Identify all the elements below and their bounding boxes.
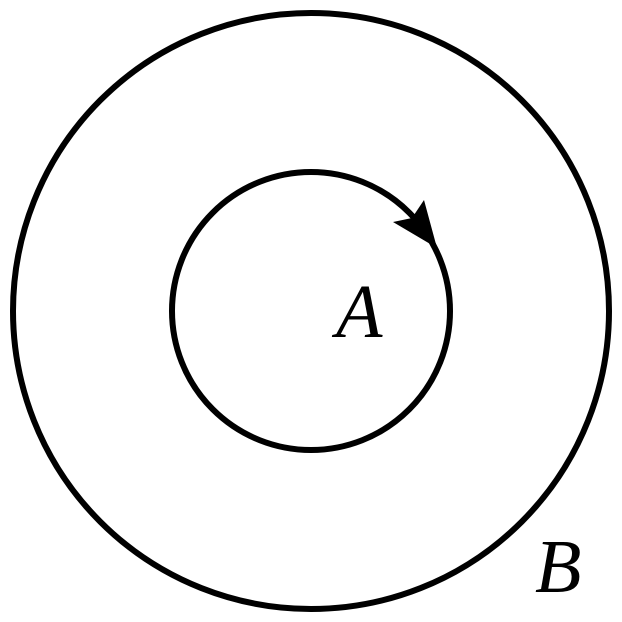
inner-circle-a — [169, 169, 453, 453]
label-a: A — [331, 270, 383, 354]
arrowhead-icon — [393, 200, 437, 248]
outer-circle-b — [10, 10, 612, 612]
label-b: B — [535, 525, 581, 609]
